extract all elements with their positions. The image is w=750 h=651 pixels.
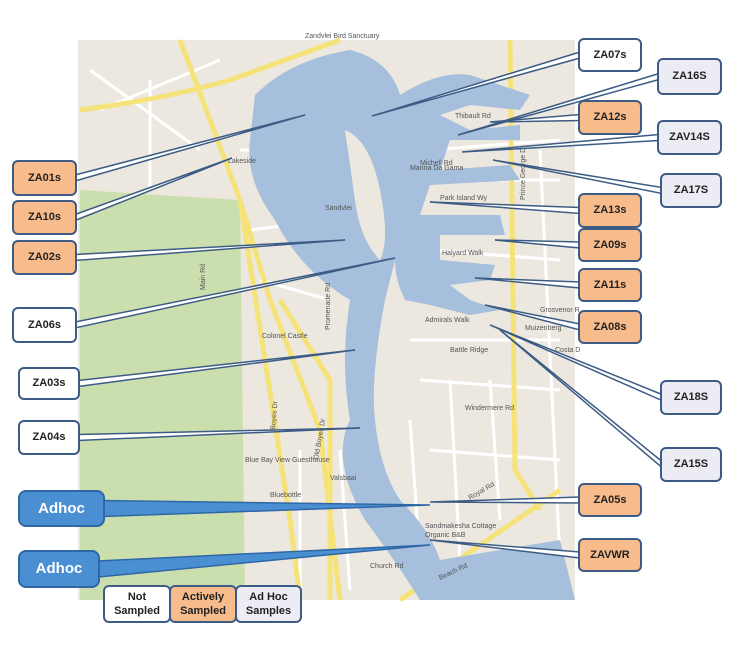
map-label: Bluebottle xyxy=(270,492,301,499)
map-label: Colonel Castle xyxy=(262,333,308,340)
map-label: Zandvlei Bird Sanctuary xyxy=(305,33,380,40)
site-label-za10s: ZA10s xyxy=(12,200,77,235)
site-label-za18s: ZA18S xyxy=(660,380,722,415)
legend-actively-sampled: Actively Sampled xyxy=(169,585,237,623)
water-body xyxy=(249,50,575,600)
map-label: Sandmakesha Cottage xyxy=(425,523,496,530)
park-area xyxy=(80,190,245,600)
site-label-za05s: ZA05s xyxy=(578,483,642,517)
site-label-za12s: ZA12s xyxy=(578,100,642,135)
map-label: Halyard Walk xyxy=(442,250,484,257)
map-label: Admirals Walk xyxy=(425,317,470,324)
site-label-za06s: ZA06s xyxy=(12,307,77,343)
map-label: Lakeside xyxy=(228,158,256,165)
map-label: Michell Rd xyxy=(420,160,453,167)
site-label-za09s: ZA09s xyxy=(578,228,642,262)
map-label: Main Rd xyxy=(200,264,207,290)
major-roads xyxy=(79,37,562,603)
site-label-adhoc: Adhoc xyxy=(18,550,100,588)
site-label-za03s: ZA03s xyxy=(18,367,80,400)
map-label: Valsbaai xyxy=(330,475,357,482)
site-label-za08s: ZA08s xyxy=(578,310,642,344)
site-label-za15s: ZA15S xyxy=(660,447,722,482)
map-label: Boyes Dr xyxy=(270,400,280,430)
legend-not-sampled: Not Sampled xyxy=(103,585,171,623)
map-label: Marina Da Gama xyxy=(410,165,463,172)
callout-pointers xyxy=(74,50,663,578)
site-label-za17s: ZA17S xyxy=(660,173,722,208)
map-label: Church Rd xyxy=(370,563,404,570)
site-label-za16s: ZA16S xyxy=(657,58,722,95)
site-label-za07s: ZA07s xyxy=(578,38,642,72)
legend-ad-hoc-samples: Ad Hoc Samples xyxy=(235,585,302,623)
map-label: Park Island Wy xyxy=(440,195,488,202)
site-label-za01s: ZA01s xyxy=(12,160,77,196)
map-label: Promenade Rd xyxy=(325,283,332,330)
site-label-za11s: ZA11s xyxy=(578,268,642,302)
map-label: Sandvlei xyxy=(325,205,352,212)
site-label-za13s: ZA13s xyxy=(578,193,642,228)
map-label: Muizenberg xyxy=(525,325,562,332)
map-label: Grosvenor R xyxy=(540,307,580,314)
site-label-za02s: ZA02s xyxy=(12,240,77,275)
site-label-adhoc: Adhoc xyxy=(18,490,105,527)
map-label: Costa D xyxy=(555,347,580,354)
site-label-zavwr: ZAVWR xyxy=(578,538,642,572)
site-label-zav14s: ZAV14S xyxy=(657,120,722,155)
map-label: Battle Ridge xyxy=(450,347,488,354)
map-label: Blue Bay View Guesthouse xyxy=(245,457,330,464)
map-label: Thibault Rd xyxy=(455,113,491,120)
map-label: Windermere Rd xyxy=(465,405,514,412)
site-label-za04s: ZA04s xyxy=(18,420,80,455)
lake-island xyxy=(345,130,385,260)
map-label: Prince George Dr xyxy=(520,145,527,200)
map-label: Organic B&B xyxy=(425,532,466,539)
